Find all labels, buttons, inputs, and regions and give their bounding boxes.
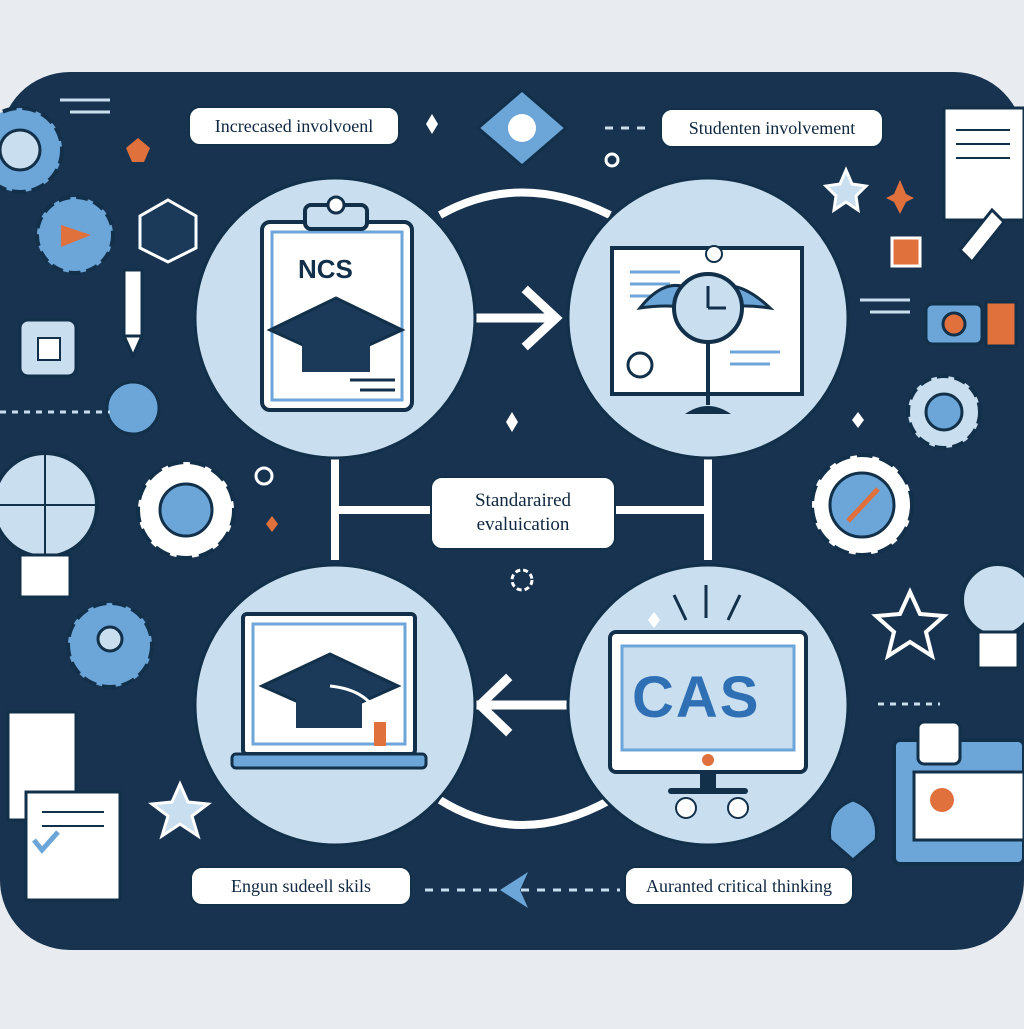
document-clock-icon (610, 245, 804, 414)
sparkle-icon (852, 412, 864, 428)
chat-icon (18, 318, 78, 378)
sparkle-icon (426, 114, 438, 134)
diamond-badge-icon (475, 88, 569, 168)
label-critical-thinking: Auranted critical thinking (624, 866, 854, 906)
arrow-right (475, 285, 563, 351)
pencil-icon (121, 268, 145, 360)
document-icon (6, 710, 122, 902)
sparkle-icon (648, 612, 660, 628)
video-call-icon (892, 720, 1024, 866)
monitor-cas-icon (608, 585, 808, 819)
dashed-line-right (860, 298, 940, 706)
clipboard-icon (260, 195, 414, 412)
label-standardized-evaluation: Standaraired evaluication (430, 476, 616, 550)
star-icon (822, 166, 870, 214)
camera-icon (924, 300, 1018, 348)
star-icon (148, 780, 212, 840)
ncs-title: NCS (298, 254, 353, 284)
square-icon (890, 236, 922, 268)
gear-icon (105, 380, 161, 436)
ring-icon (254, 466, 274, 486)
label-center-line2: evaluication (476, 514, 570, 535)
gear-icon (66, 601, 154, 689)
ring-icon (510, 568, 534, 592)
document-icon (942, 106, 1024, 222)
gear-icon (906, 374, 982, 450)
laptop-graduation-icon (230, 612, 428, 770)
star-icon (871, 587, 949, 661)
sparkle-icon (506, 412, 518, 432)
cas-title: CAS (632, 665, 761, 730)
label-increased-involvement: Increcased involvoenl (188, 106, 400, 146)
label-engaging-skills: Engun sudeell skils (190, 866, 412, 906)
dashed-line-left (0, 98, 110, 414)
lightbulb-icon (960, 562, 1024, 670)
sparkle-icon (886, 180, 914, 214)
gear-icon (35, 195, 115, 275)
label-center-line1: Standaraired (474, 490, 571, 511)
arrow-bottom (425, 872, 620, 908)
pin-icon (138, 198, 198, 264)
pencil-icon (957, 207, 1007, 265)
arrow-left (473, 673, 570, 737)
gear-icon (136, 460, 236, 560)
label-student-involvement: Studenten involvement (660, 108, 884, 148)
gear-icon (0, 106, 64, 194)
square-icon (126, 138, 150, 162)
ring-icon (604, 152, 620, 168)
gear-icon (810, 453, 914, 557)
sparkle-icon (266, 516, 278, 532)
shield-icon (827, 798, 879, 862)
lightbulb-icon (0, 451, 99, 599)
connector-lines (331, 188, 712, 829)
